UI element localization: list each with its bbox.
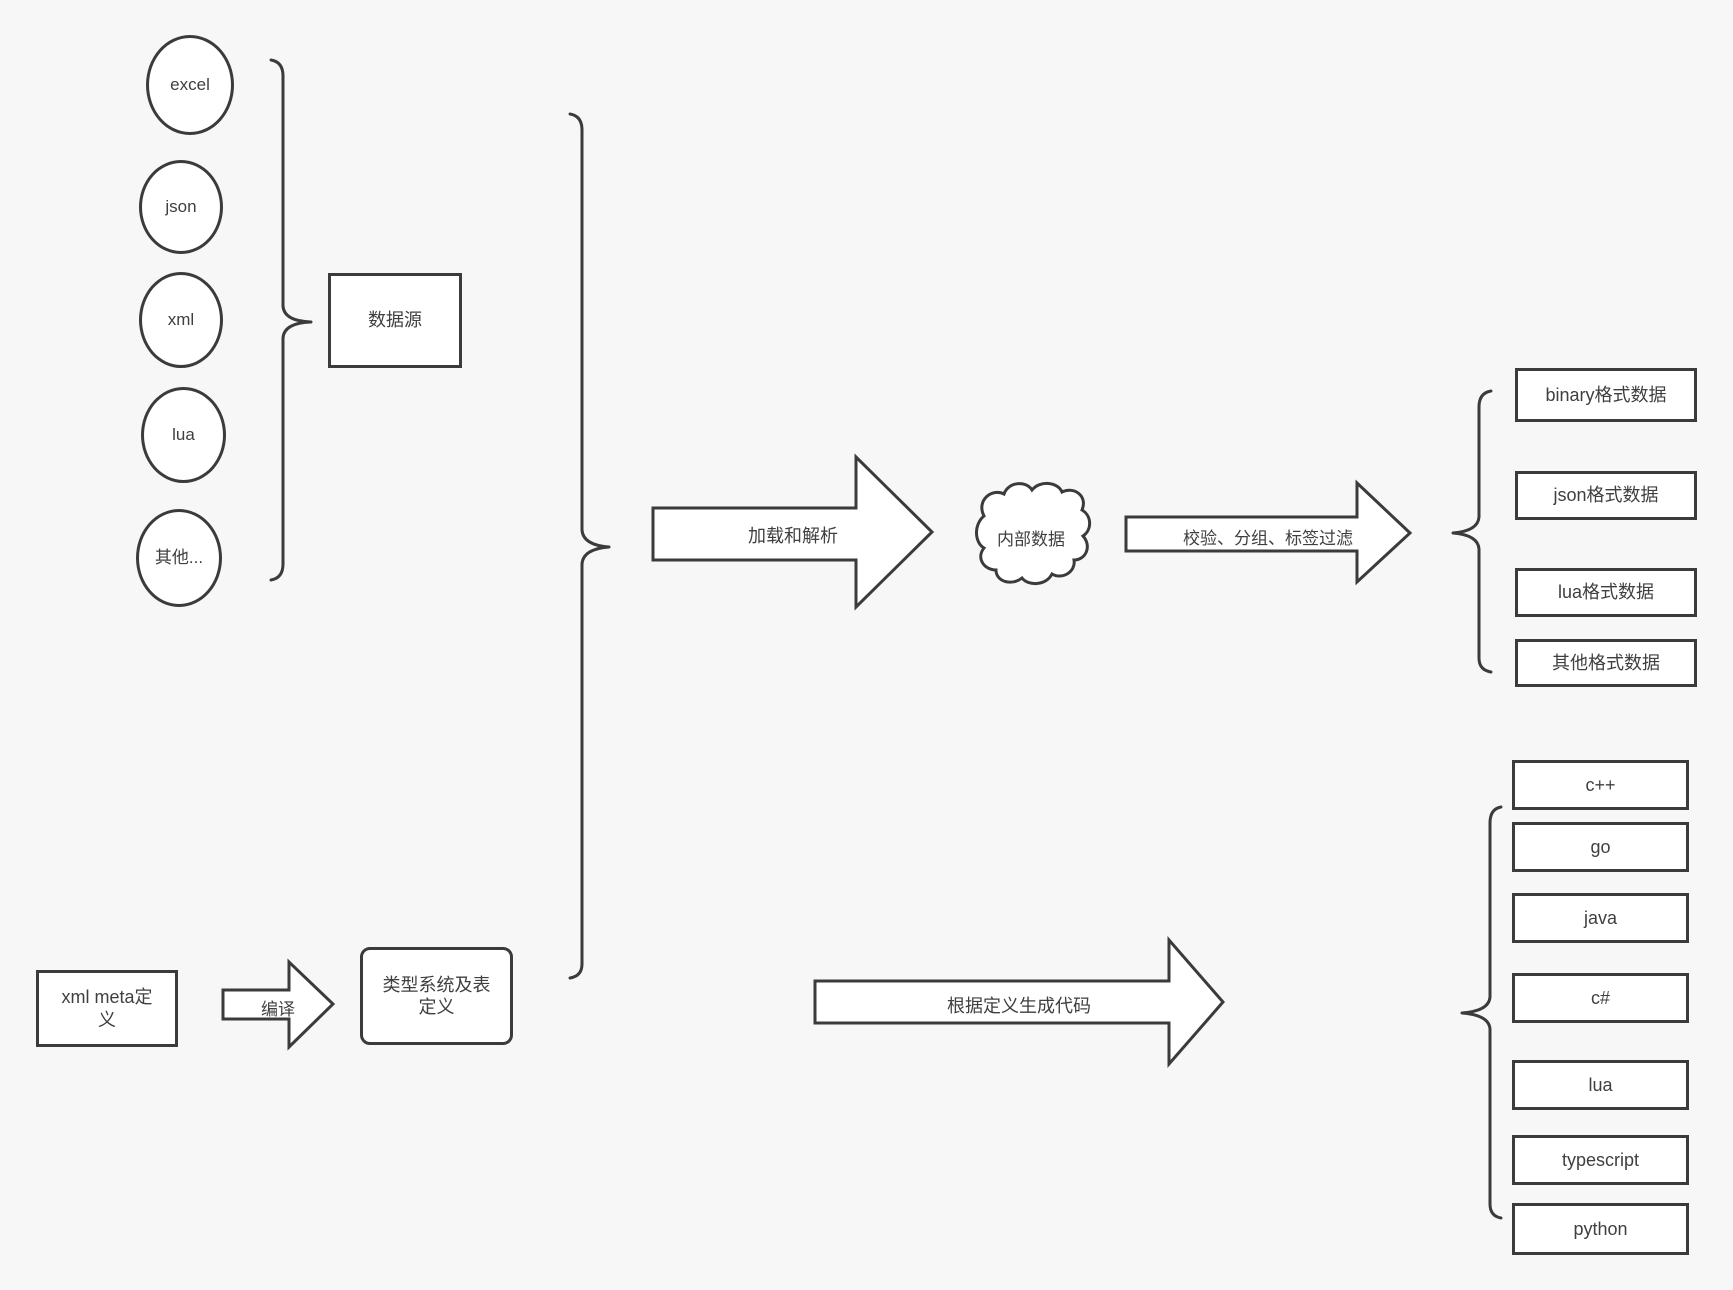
output-box-label: 其他格式数据 [1552,652,1660,673]
language-box-label: typescript [1561,1149,1640,1170]
language-box-go: go [1512,822,1689,872]
type-system-definition-box: 类型系统及表 定义 [360,947,513,1045]
language-box-label: c# [1590,987,1610,1008]
type-system-definition-line1: 类型系统及表 [382,974,491,995]
source-node-label: excel [170,75,210,95]
source-node-other: 其他... [136,509,222,607]
language-box-label: java [1583,907,1618,928]
type-system-definition-line2: 定义 [418,997,455,1017]
language-box-label: c++ [1585,774,1616,795]
source-node-lua: lua [141,387,226,483]
output-box-json: json格式数据 [1515,471,1697,520]
source-node-label: json [165,197,197,217]
language-box-cpp: c++ [1512,760,1689,810]
languages-brace [1460,805,1503,1220]
xml-meta-definition-line1: xml meta定 [61,987,153,1007]
language-box-python: python [1512,1203,1689,1255]
source-node-excel: excel [146,35,234,135]
source-node-label: lua [172,425,195,445]
load-parse-arrow [651,453,935,611]
language-box-label: go [1590,836,1611,857]
source-node-xml: xml [139,272,223,368]
output-box-label: binary格式数据 [1545,384,1667,405]
outputs-brace [1451,389,1493,674]
output-box-binary: binary格式数据 [1515,368,1697,422]
generate-code-arrow [813,935,1225,1069]
output-box-lua: lua格式数据 [1515,568,1697,617]
source-node-label: 其他... [154,548,204,568]
output-box-label: lua格式数据 [1557,582,1655,603]
language-box-label: python [1573,1218,1628,1239]
filter-arrow [1124,479,1413,586]
language-box-label: lua [1588,1074,1613,1095]
sources-brace [269,58,313,582]
source-node-json: json [139,160,223,254]
internal-data-cloud [975,482,1092,585]
xml-meta-definition-box: xml meta定 义 [36,970,178,1047]
output-box-other: 其他格式数据 [1515,639,1697,687]
output-box-label: json格式数据 [1553,485,1659,506]
data-source-group-label: 数据源 [368,310,422,331]
xml-meta-definition-line2: 义 [98,1009,116,1030]
source-node-label: xml [167,310,195,330]
language-box-java: java [1512,893,1689,943]
language-box-typescript: typescript [1512,1135,1689,1185]
language-box-lua: lua [1512,1060,1689,1110]
compile-arrow [221,958,336,1051]
data-source-group-box: 数据源 [328,273,462,368]
language-box-csharp: c# [1512,973,1689,1023]
left-group-brace [568,112,611,980]
